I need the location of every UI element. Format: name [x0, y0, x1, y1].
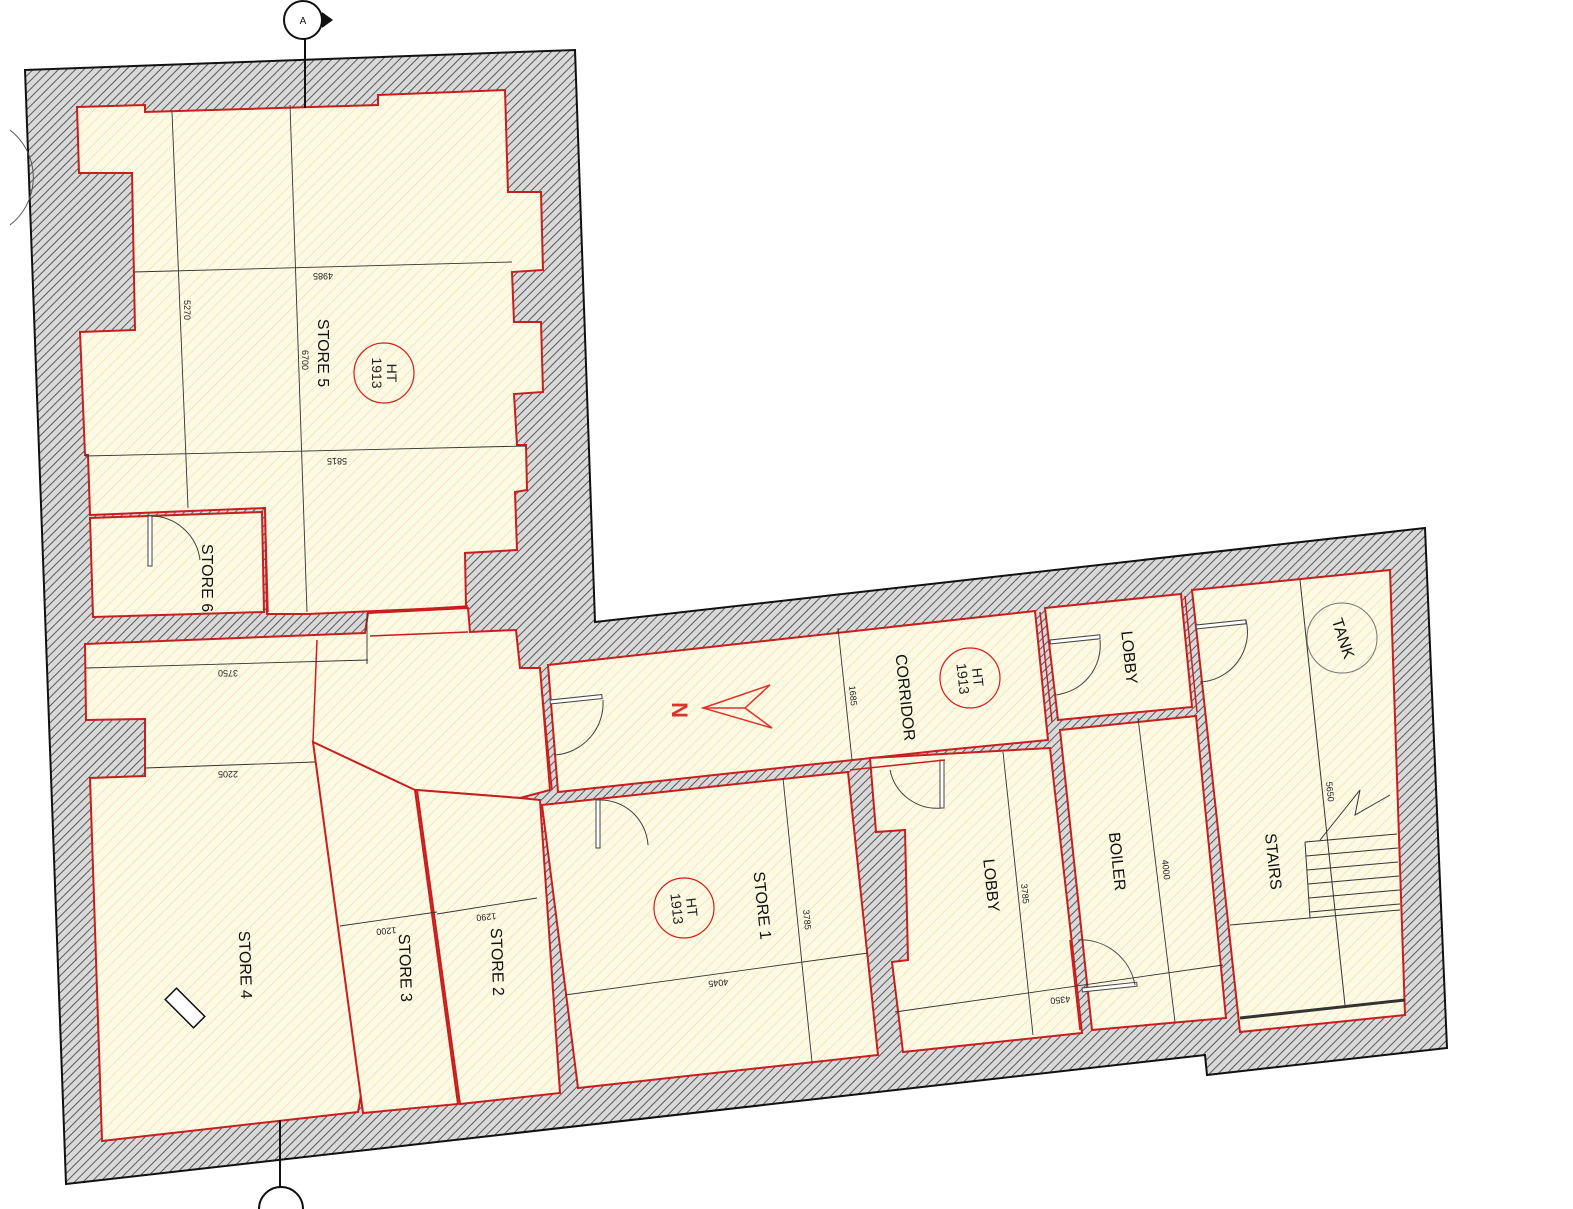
dimension-5270: 5270 — [182, 300, 192, 320]
dimension-4045: 4045 — [708, 977, 729, 989]
dimension-lines — [84, 104, 1224, 1063]
stair-treads — [1229, 579, 1406, 1020]
room-store-5[interactable] — [75, 88, 545, 615]
dimension-4985: 4985 — [313, 271, 333, 281]
room-store-1[interactable] — [540, 770, 880, 1090]
room-stairs[interactable] — [1190, 568, 1407, 1034]
room-label-store-5: STORE 5 — [314, 319, 331, 387]
dimension-3785-store-1: 3785 — [801, 909, 813, 930]
dimension-5815: 5815 — [327, 456, 347, 466]
room-lobby-upper[interactable] — [1043, 592, 1194, 722]
fixture-symbol — [164, 987, 206, 1029]
room-store-6[interactable] — [88, 510, 266, 619]
dimension-4350: 4350 — [1050, 994, 1071, 1006]
dimension-3785-lobby: 3785 — [1019, 883, 1031, 904]
room-label-boiler: BOILER — [1105, 831, 1128, 891]
room-label-store-4: STORE 4 — [235, 930, 254, 999]
room-lobby-lower[interactable] — [868, 746, 1084, 1054]
dimension-1290: 1290 — [476, 911, 497, 923]
rooms-layer — [75, 88, 1407, 1143]
height-tag-corridor-line2: 1913 — [953, 662, 972, 695]
openings — [264, 507, 1198, 1031]
dimension-1200: 1200 — [376, 925, 397, 937]
room-boiler[interactable] — [1058, 714, 1228, 1032]
height-tag-store-5-line1: HT — [384, 364, 400, 383]
height-tag-store-5-line2: 1913 — [369, 357, 385, 388]
section-line — [9, 0, 333, 1209]
room-label-store-3: STORE 3 — [395, 933, 414, 1002]
north-arrow — [700, 684, 773, 729]
room-store-4[interactable] — [83, 606, 552, 1143]
room-store-2[interactable] — [415, 788, 562, 1106]
height-tag-store-1-line2: 1913 — [667, 892, 686, 925]
room-label-store-6: STORE 6 — [198, 544, 215, 612]
section-marker-label: A — [300, 16, 307, 27]
dimension-1685: 1685 — [847, 685, 859, 706]
dimension-2205: 2205 — [218, 769, 238, 779]
tank-circle — [1306, 602, 1378, 674]
room-store-3[interactable] — [311, 740, 460, 1115]
height-tag-store-1-line1: HT — [683, 897, 701, 918]
room-corridor[interactable] — [546, 609, 1050, 794]
dimension-4000: 4000 — [1160, 859, 1172, 880]
height-tag-circles — [353, 342, 1001, 939]
dimension-5650: 5650 — [1324, 781, 1336, 802]
room-label-lobby-lower: LOBBY — [979, 858, 1002, 913]
room-label-lobby-upper: LOBBY — [1117, 630, 1140, 685]
doors — [147, 515, 1248, 993]
north-arrow-label: N — [667, 702, 692, 718]
room-label-stairs: STAIRS — [1261, 832, 1284, 890]
height-tag-corridor-line1: HT — [969, 667, 987, 688]
dimension-6700: 6700 — [300, 350, 310, 370]
dimension-3750: 3750 — [218, 668, 238, 678]
room-label-store-2: STORE 2 — [487, 927, 506, 996]
